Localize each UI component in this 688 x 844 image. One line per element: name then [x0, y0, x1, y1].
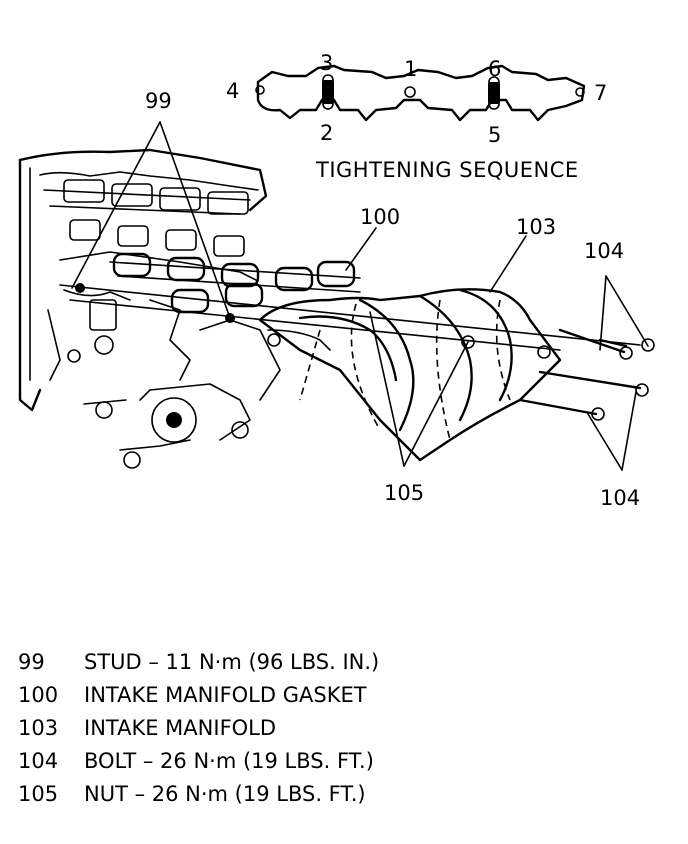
legend-number: 99: [18, 650, 45, 674]
legend-text: BOLT – 26 N·m (19 LBS. FT.): [84, 749, 374, 773]
callout-99: 99: [145, 89, 172, 113]
legend-text: INTAKE MANIFOLD GASKET: [84, 683, 367, 707]
intake-manifold-diagram: 4 3 2 1 6 5 7 TIGHTENING SEQUENCE: [18, 51, 655, 510]
sequence-number-6: 6: [488, 57, 501, 81]
legend-number: 105: [18, 782, 59, 806]
sequence-number-2: 2: [320, 121, 333, 145]
legend-text: STUD – 11 N·m (96 LBS. IN.): [84, 650, 380, 674]
legend-row-stud: 99 STUD – 11 N·m (96 LBS. IN.): [18, 646, 658, 679]
callout-103: 103: [516, 215, 556, 239]
legend-row-gasket: 100 INTAKE MANIFOLD GASKET: [18, 679, 658, 712]
legend-row-manifold: 103 INTAKE MANIFOLD: [18, 712, 658, 745]
legend-number: 103: [18, 716, 59, 740]
engine-block: [18, 148, 281, 469]
legend-row-nut: 105 NUT – 26 N·m (19 LBS. FT.): [18, 778, 658, 811]
callout-104-bottom: 104: [600, 486, 640, 510]
legend-number: 100: [18, 683, 59, 707]
legend-row-bolt: 104 BOLT – 26 N·m (19 LBS. FT.): [18, 745, 658, 778]
sequence-number-3: 3: [320, 51, 333, 75]
legend-text: NUT – 26 N·m (19 LBS. FT.): [84, 782, 366, 806]
callout-100: 100: [360, 205, 400, 229]
callout-104-top: 104: [584, 239, 624, 263]
sequence-number-4: 4: [226, 79, 239, 103]
sequence-number-7: 7: [594, 81, 607, 105]
leader-lines: [71, 121, 649, 471]
studs: [59, 283, 641, 351]
sequence-number-5: 5: [488, 123, 501, 147]
legend-text: INTAKE MANIFOLD: [84, 716, 277, 740]
intake-manifold: [258, 288, 562, 462]
bolts: [518, 328, 655, 421]
sequence-title: TIGHTENING SEQUENCE: [315, 158, 579, 182]
callout-105: 105: [384, 481, 424, 505]
legend-number: 104: [18, 749, 59, 773]
tightening-sequence-outline: [255, 64, 586, 122]
sequence-number-1: 1: [404, 57, 417, 81]
